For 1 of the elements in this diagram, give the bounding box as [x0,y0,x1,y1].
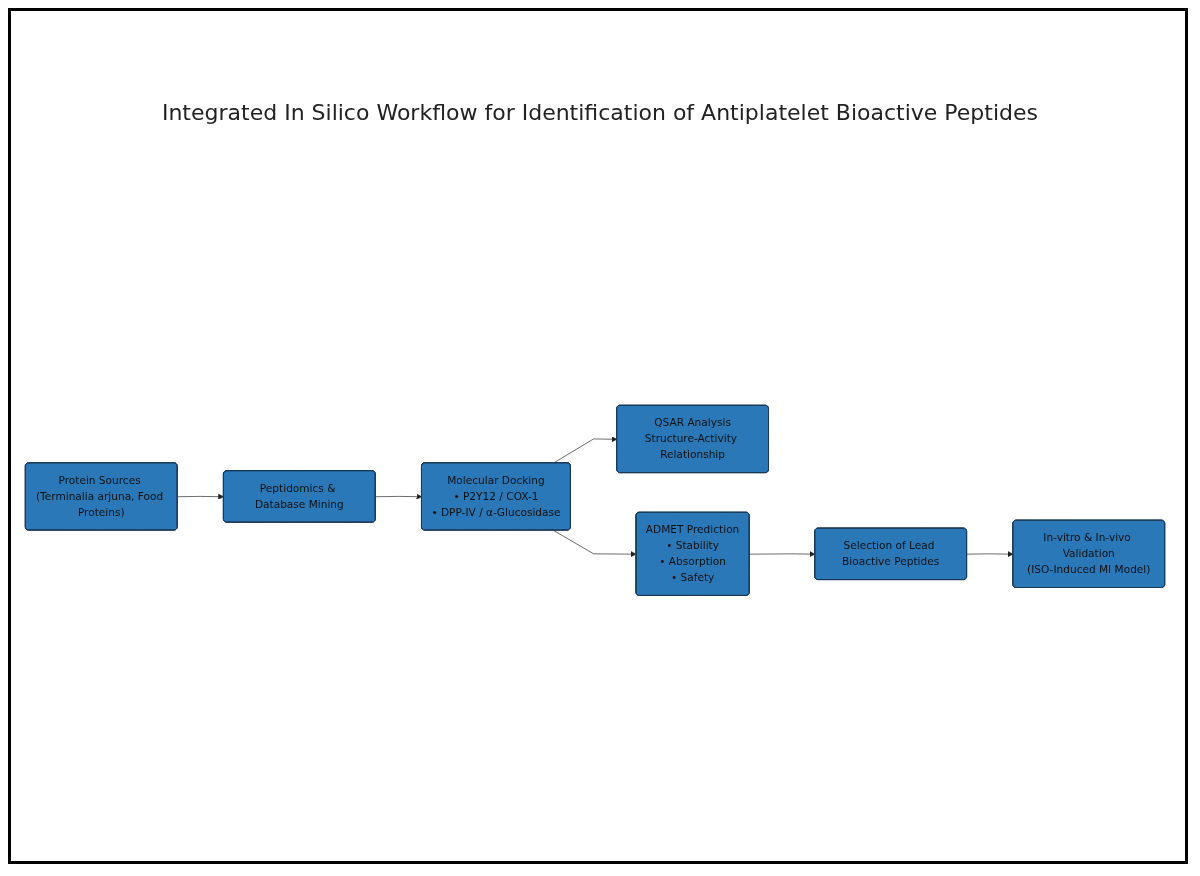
diagram-title: Integrated In Silico Workflow for Identification of Antiplatelet Bioactive Peptides [160,100,1040,125]
